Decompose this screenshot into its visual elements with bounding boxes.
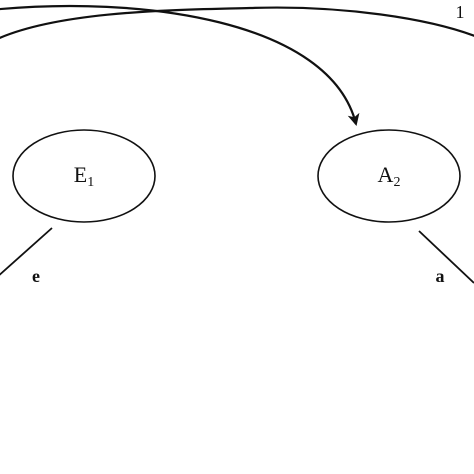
path-label-a: a xyxy=(436,266,445,286)
curved-path-to-a2 xyxy=(0,4,360,126)
node-e1: E1 xyxy=(12,129,156,223)
curved-path-to-right xyxy=(0,6,474,40)
node-e1-main: E xyxy=(74,162,87,187)
path-line-a xyxy=(418,230,474,284)
node-a2-main: A xyxy=(378,162,394,187)
node-a2-sub: 2 xyxy=(393,175,400,190)
node-e1-sub: 1 xyxy=(87,175,94,190)
path-label-e: e xyxy=(32,266,40,286)
node-a2-ellipse xyxy=(317,129,461,223)
node-e1-ellipse xyxy=(12,129,156,223)
path-line-e xyxy=(0,227,53,276)
node-a2-label: A2 xyxy=(378,162,401,190)
path-coefficient-label: 1 xyxy=(456,2,465,22)
node-e1-label: E1 xyxy=(74,162,94,190)
node-a2: A2 xyxy=(317,129,461,223)
